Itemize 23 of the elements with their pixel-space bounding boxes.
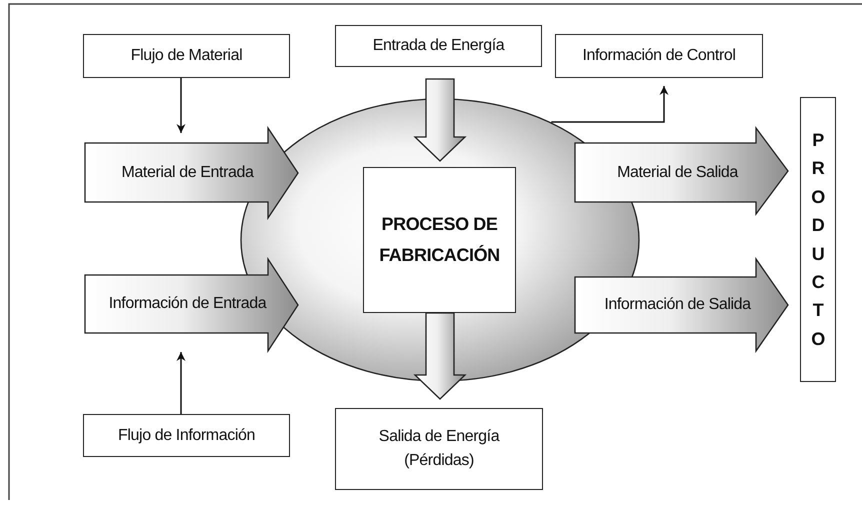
product-box	[800, 97, 836, 382]
process-title: PROCESO DE FABRICACIÓN	[378, 212, 501, 267]
process-box	[363, 167, 516, 313]
box-label: Flujo de Información	[118, 426, 255, 446]
block-arrow	[413, 312, 467, 400]
box-label: Información de Control	[582, 46, 736, 66]
arrow	[176, 78, 186, 133]
vertical-label: PRODUCTO	[810, 128, 826, 351]
arrow-label: Material de Salida	[617, 162, 738, 182]
box-label: Salida de Energía (Pérdidas)	[378, 427, 501, 471]
arrow-label: Material de Entrada	[121, 162, 254, 182]
label-box	[335, 25, 542, 67]
label-box	[335, 408, 543, 490]
box-label: Entrada de Energía	[372, 36, 504, 56]
box-label: Flujo de Material	[130, 46, 242, 66]
arrow-label: Información de Entrada	[108, 294, 266, 314]
block-arrow	[413, 78, 467, 162]
arrow	[551, 86, 668, 123]
arrow	[176, 352, 186, 414]
label-box	[83, 414, 290, 457]
arrow-label: Información de Salida	[604, 295, 751, 315]
label-box	[555, 34, 763, 78]
label-box	[83, 34, 290, 78]
